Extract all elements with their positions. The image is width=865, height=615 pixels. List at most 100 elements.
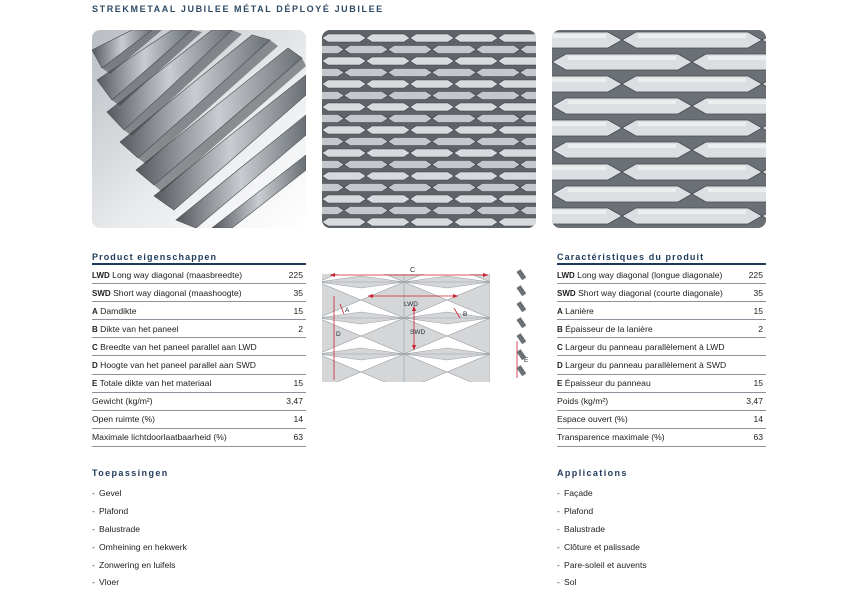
property-row: A Lanière 15: [557, 302, 766, 321]
property-row: SWD Short way diagonal (courte diagonale…: [557, 284, 766, 303]
property-row: D Largeur du panneau parallèlement à SWD: [557, 356, 766, 375]
property-label: Gewicht (kg/m²): [92, 396, 153, 406]
property-code: E: [92, 379, 98, 389]
application-text: Pare-soleil et auvents: [564, 559, 647, 570]
property-value: 14: [753, 414, 763, 425]
dim-line-a: [339, 303, 345, 315]
property-text: Largeur du panneau parallèlement à LWD: [565, 341, 725, 352]
application-item: Balustrade: [557, 524, 647, 542]
property-text: Hoogte van het paneel parallel aan SWD: [100, 360, 256, 371]
property-value: 2: [298, 323, 303, 334]
property-value: 14: [293, 414, 303, 425]
application-text: Vloer: [99, 577, 120, 588]
property-text: Long way diagonal (longue diagonale): [577, 269, 723, 280]
application-item: Façade: [557, 488, 647, 506]
application-item: Plafond: [92, 506, 187, 524]
property-text: Short way diagonal (maashoogte): [113, 287, 242, 298]
mesh-dimension-diagram: C LWD SWD A B D E: [322, 267, 529, 382]
property-label: Poids (kg/m²): [557, 396, 608, 406]
property-label: Open ruimte (%): [92, 414, 155, 424]
property-text: Totale dikte van het materiaal: [99, 378, 212, 389]
application-item: Gevel: [92, 488, 187, 506]
property-label: Espace ouvert (%): [557, 414, 628, 424]
property-text: Damdikte: [100, 305, 137, 316]
dim-label-b: B: [463, 311, 467, 318]
property-text: Espace ouvert (%): [557, 414, 628, 425]
property-label: LWD Long way diagonal (longue diagonale): [557, 270, 722, 280]
application-item: Clôture et palissade: [557, 542, 647, 560]
property-value: 3,47: [746, 396, 763, 407]
property-code: B: [92, 324, 98, 334]
mesh-pattern: [322, 274, 490, 382]
property-row: Espace ouvert (%) 14: [557, 411, 766, 429]
property-text: Dikte van het paneel: [100, 323, 179, 334]
mesh-side-section: [516, 269, 527, 377]
property-code: C: [92, 342, 98, 352]
dim-label-a: A: [345, 307, 350, 314]
application-text: Gevel: [99, 488, 122, 498]
property-value: 15: [753, 305, 763, 316]
property-code: D: [557, 361, 563, 371]
property-row: Poids (kg/m²) 3,47: [557, 393, 766, 411]
property-code: A: [557, 306, 563, 316]
property-row: LWD Long way diagonal (maasbreedte) 225: [92, 266, 306, 285]
property-row: B Dikte van het paneel 2: [92, 320, 306, 339]
property-label: D Hoogte van het paneel parallel aan SWD: [92, 360, 256, 370]
property-code: E: [557, 379, 563, 389]
property-text: Gewicht (kg/m²): [92, 396, 153, 407]
dim-label-e: E: [524, 357, 529, 364]
fr-properties-table: LWD Long way diagonal (longue diagonale)…: [557, 266, 766, 447]
property-row: C Breedte van het paneel parallel aan LW…: [92, 338, 306, 357]
property-label: SWD Short way diagonal (courte diagonale…: [557, 288, 723, 298]
dim-label-d: D: [336, 331, 341, 338]
fr-section-title: Caractéristiques du produit: [557, 252, 705, 262]
property-value: 225: [288, 269, 303, 280]
property-label: SWD Short way diagonal (maashoogte): [92, 288, 242, 298]
property-text: Maximale lichtdoorlaatbaarheid (%): [92, 432, 227, 443]
application-text: Plafond: [564, 505, 594, 516]
nl-applications-list: GevelPlafondBalustradeOmheining en hekwe…: [92, 488, 187, 595]
property-text: Long way diagonal (maasbreedte): [112, 269, 243, 280]
header-title-nl: STREKMETAAL JUBILEE: [92, 4, 231, 14]
fr-section-rule: [557, 263, 766, 265]
application-item: Zonwering en luifels: [92, 560, 187, 578]
property-row: C Largeur du panneau parallèlement à LWD: [557, 338, 766, 357]
property-code: D: [92, 361, 98, 371]
property-label: C Largeur du panneau parallèlement à LWD: [557, 342, 725, 352]
property-text: Lanière: [565, 305, 594, 316]
application-text: Plafond: [99, 505, 129, 516]
application-text: Omheining en hekwerk: [99, 541, 187, 552]
property-label: D Largeur du panneau parallèlement à SWD: [557, 360, 726, 370]
property-label: E Totale dikte van het materiaal: [92, 378, 211, 388]
property-value: 15: [293, 378, 303, 389]
property-value: 35: [293, 287, 303, 298]
application-text: Façade: [564, 488, 593, 498]
property-label: A Lanière: [557, 306, 594, 316]
property-value: 225: [748, 269, 763, 280]
property-label: B Épaisseur de la lanière: [557, 324, 653, 334]
dim-line-b: [453, 307, 461, 319]
application-item: Balustrade: [92, 524, 187, 542]
application-item: Vloer: [92, 577, 187, 595]
fr-applications-title: Applications: [557, 468, 628, 478]
property-row: Open ruimte (%) 14: [92, 411, 306, 429]
property-label: A Damdikte: [92, 306, 136, 316]
property-label: C Breedte van het paneel parallel aan LW…: [92, 342, 257, 352]
application-text: Balustrade: [99, 523, 141, 534]
property-label: Transparence maximale (%): [557, 432, 665, 442]
property-row: Gewicht (kg/m²)3,47: [92, 393, 306, 411]
property-code: SWD: [92, 288, 111, 298]
property-label: Maximale lichtdoorlaatbaarheid (%): [92, 432, 227, 442]
application-item: Pare-soleil et auvents: [557, 560, 647, 578]
property-text: Transparence maximale (%): [557, 432, 665, 443]
property-value: 63: [753, 432, 763, 443]
property-code: B: [557, 324, 563, 334]
property-label: LWD Long way diagonal (maasbreedte): [92, 270, 242, 280]
property-text: Poids (kg/m²): [557, 396, 609, 407]
property-label: B Dikte van het paneel: [92, 324, 179, 334]
property-text: Épaisseur du panneau: [564, 378, 651, 389]
